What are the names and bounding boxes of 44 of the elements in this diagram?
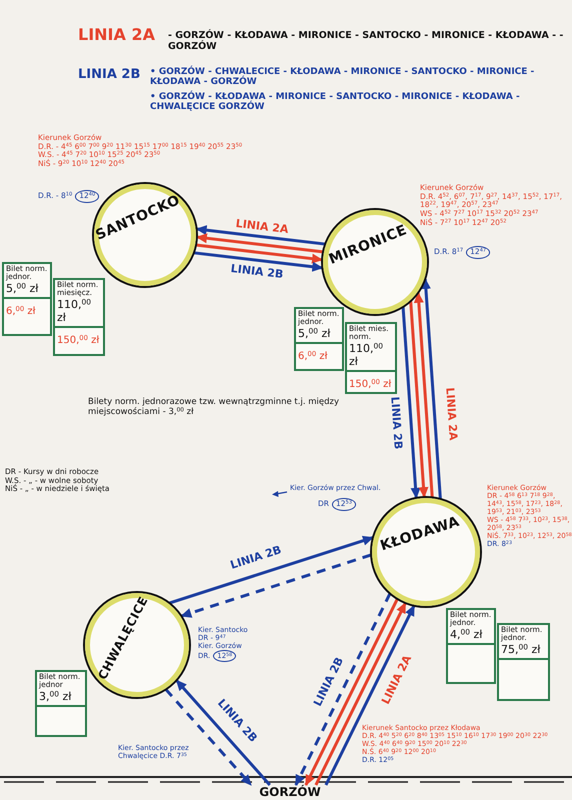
ticket-price: 110,$^{00}$ zł xyxy=(348,342,384,370)
old-price: 150,$^{00}$ zł xyxy=(348,377,392,392)
old-price: 6,$^{00}$ zł xyxy=(5,304,36,319)
timetable-text: Bilety norm. jednorazowe tzw. wewnątrzgminne t.j. między miejscowościami - 3,$^{00}$ zł xyxy=(88,398,340,418)
town-circle xyxy=(82,590,192,700)
ticket-box xyxy=(497,623,550,701)
route-arrow xyxy=(414,292,434,498)
route-arrow xyxy=(304,598,399,786)
route-arrow xyxy=(194,251,324,272)
route-arrow xyxy=(314,602,407,786)
old-price: 150,$^{00}$ zł xyxy=(56,333,100,348)
route-arrow xyxy=(196,233,324,254)
line-name: LINIA 2A xyxy=(78,26,156,44)
ticket-price: 75,$^{00}$ zł xyxy=(500,642,542,658)
route-arrow xyxy=(196,244,324,264)
route-arrow xyxy=(294,592,392,786)
ticket-box xyxy=(294,307,344,371)
ticket-price: 5,$^{00}$ zł xyxy=(5,282,40,297)
route-arrow xyxy=(175,679,271,786)
route-arrow xyxy=(420,278,442,500)
route-arrow xyxy=(168,536,374,604)
timetable-text: • GORZÓW - KŁODAWA - MIRONICE - SANTOCKO - MIRONICE - KŁODAWA - CHWALĘCICE GORZÓW xyxy=(150,92,521,112)
ticket-box xyxy=(446,608,496,684)
route-arrow xyxy=(180,554,372,618)
route-arrow xyxy=(164,688,252,786)
timetable-text: - GORZÓW - KŁODAWA - MIRONICE - SANTOCKO - MIRONICE - KŁODAWA - - GORZÓW xyxy=(168,31,564,53)
ticket-price: 5,$^{00}$ zł xyxy=(297,326,332,342)
ticket-box xyxy=(2,262,52,336)
timetable-text: • GORZÓW - CHWALECICE - KŁODAWA - MIRONICE - SANTOCKO - MIRONICE - KŁODAWA - GORZÓW xyxy=(150,67,536,88)
ticket-box xyxy=(35,670,87,737)
ticket-price: 4,$^{00}$ zł xyxy=(449,628,484,643)
ticket-box xyxy=(53,278,105,356)
route-arrow xyxy=(324,604,416,786)
ticket-price: 110,$^{00}$ zł xyxy=(56,298,92,326)
line-name: LINIA 2B xyxy=(78,68,142,83)
route-arrow xyxy=(409,301,428,498)
town-label: GORZÓW xyxy=(230,785,350,800)
route-arrow xyxy=(402,306,421,499)
old-price: 6,$^{00}$ zł xyxy=(297,348,328,364)
ticket-price: 3,$^{00}$ zł xyxy=(38,690,72,705)
town-circle xyxy=(320,207,430,317)
ticket-box xyxy=(345,322,397,394)
route-arrow xyxy=(196,225,326,246)
town-circle xyxy=(369,495,483,609)
